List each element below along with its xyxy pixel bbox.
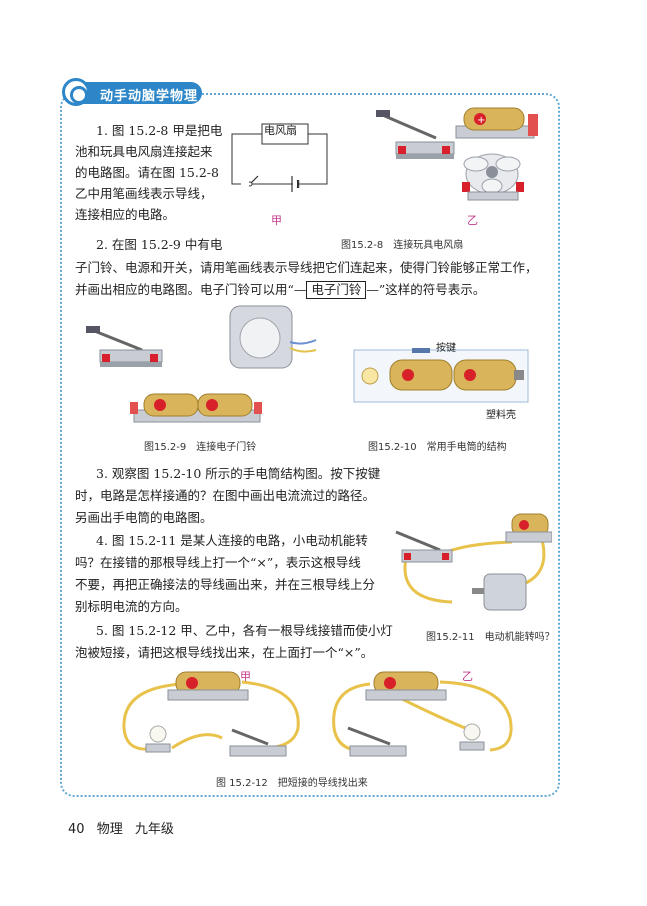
- target-icon: [62, 78, 90, 106]
- page-footer: 40 物理 九年级: [68, 818, 182, 837]
- button-label: 按键: [436, 343, 456, 354]
- q4-line-2: 吗？在接错的那根导线上打一个“×”，表示这根导线: [75, 555, 361, 570]
- figure-caption-15-2-9: 图15.2-9 连接电子门铃: [144, 442, 257, 453]
- fan-components-illustration: +: [376, 107, 538, 201]
- q2-line-3: 并画出相应的电路图。电子门铃可以用“—电子门铃—”这样的符号表示。: [75, 279, 485, 300]
- q4-line-4: 别标明电流的方向。: [75, 599, 188, 614]
- q1-line-1: 1. 图 15.2-8 甲是把电: [96, 123, 223, 138]
- q1-line-3: 的电路图。请在图 15.2-8: [75, 165, 219, 180]
- q3-line-1: 3. 观察图 15.2-10 所示的手电筒结构图。按下按键: [96, 466, 381, 481]
- doorbell-components-illustration: [86, 305, 317, 423]
- section-title-pill: 动手动脑学物理: [74, 82, 202, 104]
- label-yi-2: 乙: [462, 670, 473, 683]
- fan-label: 电风扇: [264, 124, 297, 137]
- exercise-frame: [60, 93, 560, 797]
- q2-line-3-pre: 并画出相应的电路图。电子门铃可以用“—: [75, 282, 307, 297]
- section-badge: 动手动脑学物理: [62, 78, 202, 108]
- short-circuit-illustration-jia: [122, 671, 300, 757]
- q4-line-3: 不要，再把正确接法的导线画出来，并在三根导线上分: [75, 577, 376, 592]
- q5-line-2: 泡被短接，请把这根导线找出来，在上面打一个“×”。: [75, 645, 374, 660]
- label-yi-1: 乙: [467, 214, 478, 227]
- figure-caption-15-2-8: 图15.2-8 连接玩具电风扇: [341, 240, 464, 251]
- q5-line-1: 5. 图 15.2-12 甲、乙中，各有一根导线接错而使小灯: [96, 623, 393, 638]
- motor-circuit-illustration: [395, 513, 552, 611]
- page-number: 40: [68, 822, 85, 837]
- figure-caption-15-2-10: 图15.2-10 常用手电筒的结构: [368, 442, 507, 453]
- doorbell-symbol: 电子门铃: [306, 281, 367, 299]
- q3-line-3: 另画出手电筒的电路图。: [75, 510, 213, 525]
- figure-caption-15-2-12: 图 15.2-12 把短接的导线找出来: [216, 778, 368, 789]
- q3-line-2: 时，电路是怎样接通的？在图中画出电流流过的路径。: [75, 488, 376, 503]
- label-jia-2: 甲: [240, 670, 251, 683]
- fan-circuit-diagram: [231, 123, 328, 192]
- q2-line-2: 子门铃、电源和开关，请用笔画线表示导线把它们连起来，使得门铃能够正常工作，: [75, 260, 538, 275]
- shell-label: 塑料壳: [486, 410, 516, 421]
- q1-line-2: 池和玩具电风扇连接起来: [75, 144, 213, 159]
- q2-line-1: 2. 在图 15.2-9 中有电: [96, 237, 223, 252]
- label-jia-1: 甲: [271, 214, 282, 227]
- q4-line-1: 4. 图 15.2-11 是某人连接的电路，小电动机能转: [96, 533, 368, 548]
- q1-line-5: 连接相应的电路。: [75, 207, 176, 222]
- battery-plus-icon: [474, 113, 486, 125]
- short-circuit-illustration-yi: [332, 671, 513, 757]
- section-title: 动手动脑学物理: [100, 89, 199, 104]
- footer-grade: 九年级: [134, 822, 174, 837]
- flashlight-structure-illustration: [353, 348, 529, 403]
- footer-subject: 物理: [96, 822, 123, 837]
- svg-text:+: +: [477, 115, 485, 126]
- q1-line-4: 乙中用笔画线表示导线，: [75, 186, 213, 201]
- q2-line-3-post: —”这样的符号表示。: [366, 282, 486, 297]
- figure-caption-15-2-11: 图15.2-11 电动机能转吗？: [426, 632, 555, 643]
